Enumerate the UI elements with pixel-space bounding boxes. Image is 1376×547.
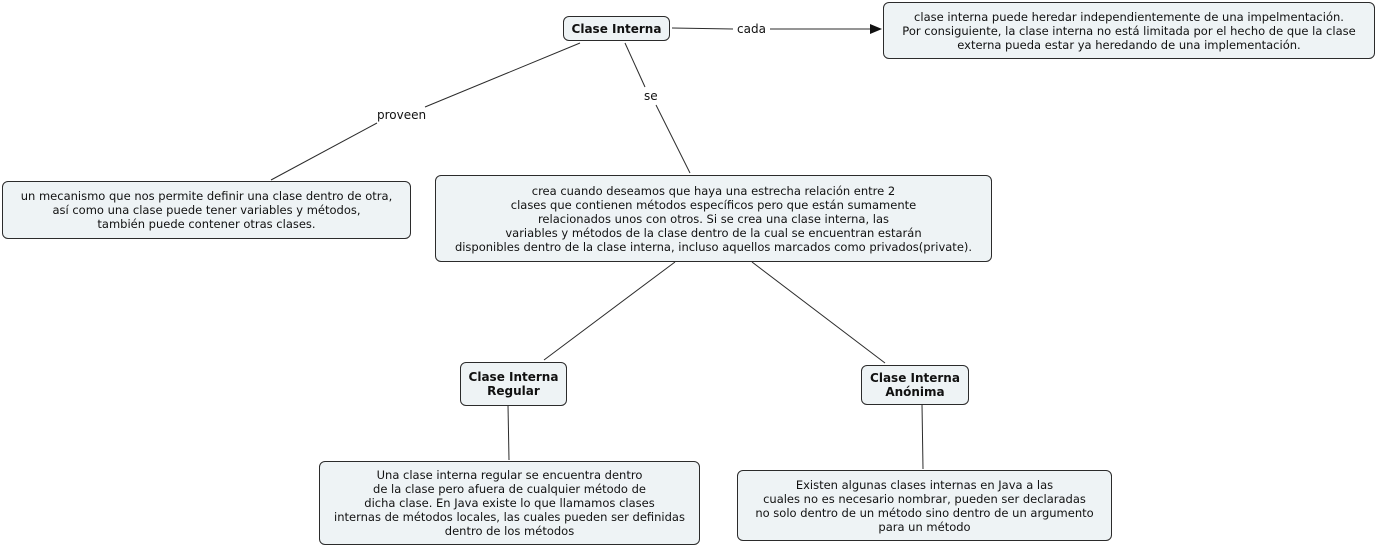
node-clase-interna[interactable]: Clase Interna (563, 16, 670, 41)
link-label-proveen: proveen (374, 108, 430, 122)
connector-se-top (624, 42, 646, 88)
link-label-se: se (641, 89, 661, 103)
link-label-cada: cada (734, 22, 769, 36)
node-herencia[interactable]: clase interna puede heredar independient… (883, 2, 1375, 59)
connector-anonima-desc (921, 403, 924, 470)
connector-regular-desc (507, 404, 510, 461)
connector-proveen-bottom (270, 122, 378, 181)
node-regular-descripcion[interactable]: Una clase interna regular se encuentra d… (319, 461, 700, 545)
connector-crea-anonima (751, 261, 886, 364)
connector-crea-regular (543, 261, 676, 361)
connector-proveen-top (424, 42, 581, 108)
connector-cada-left (671, 27, 734, 30)
node-crea[interactable]: crea cuando deseamos que haya una estrec… (435, 175, 992, 262)
arrowhead-cada (870, 24, 882, 34)
node-clase-interna-anonima[interactable]: Clase Interna Anónima (861, 365, 969, 405)
node-clase-interna-regular[interactable]: Clase Interna Regular (460, 362, 567, 406)
node-mecanismo[interactable]: un mecanismo que nos permite definir una… (2, 181, 411, 239)
node-anonima-descripcion[interactable]: Existen algunas clases internas en Java … (737, 470, 1112, 541)
connector-se-bottom (655, 104, 691, 174)
